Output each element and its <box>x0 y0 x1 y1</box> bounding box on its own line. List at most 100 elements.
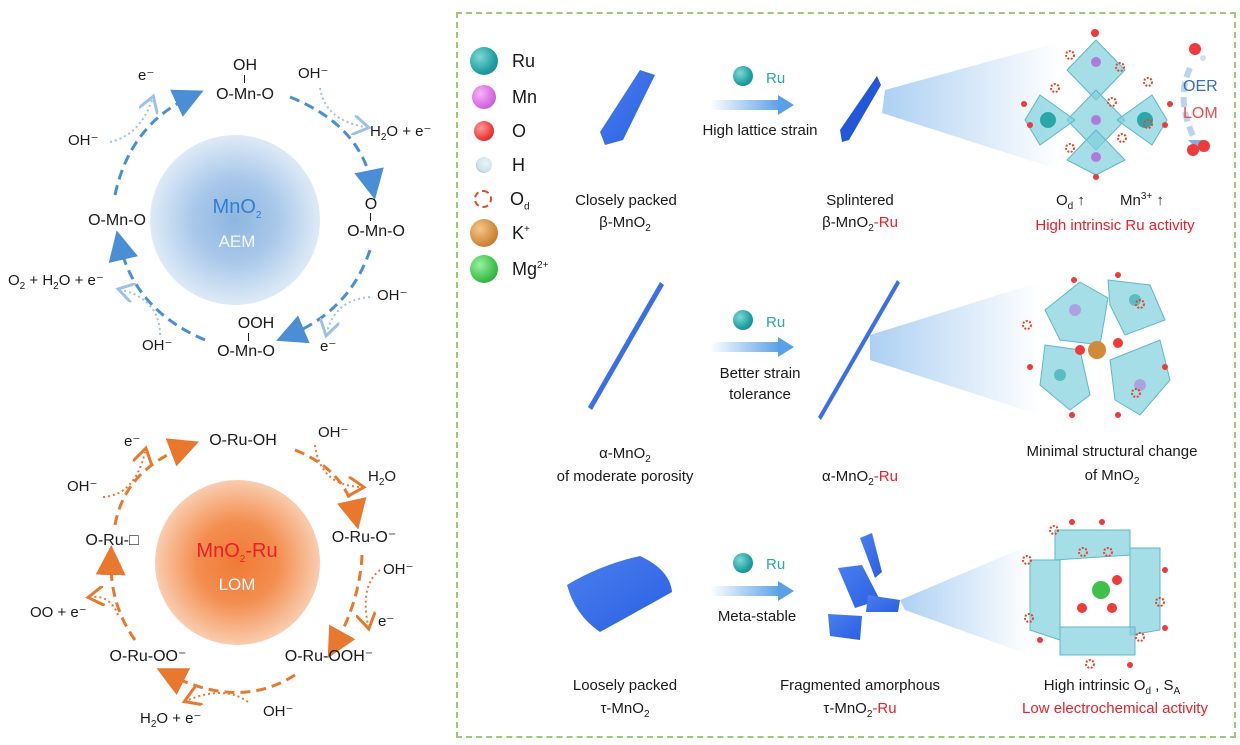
aem-species-e-bottom-right: e⁻ <box>320 338 337 355</box>
aem-oh-in-top-left <box>109 100 152 143</box>
lom-oh-in-top-left <box>102 452 145 498</box>
lom-species-oh-right: OH⁻ <box>383 561 414 578</box>
aem-oh-in-top-right <box>319 87 365 127</box>
aem-bond-bottom <box>248 333 249 341</box>
lom-arrow-left-to-top <box>113 438 200 526</box>
lom-species-e-top-left: e⁻ <box>124 433 141 450</box>
lom-state-top: O-Ru-OH <box>209 432 277 449</box>
tau-structure-atoms <box>1022 519 1168 669</box>
aem-species-oh-top-right: OH⁻ <box>298 65 329 82</box>
aem-state-bottom: O-Mn-O <box>217 343 275 360</box>
lom-oo-out-left <box>92 597 119 616</box>
oer-label: OER <box>1183 78 1218 95</box>
legend-item-ru: Ru <box>470 46 535 76</box>
alpha-mno2-crystal <box>588 282 664 410</box>
aem-center-glow <box>150 135 320 305</box>
row2-result-line2: of MnO2 <box>1084 467 1140 487</box>
aem-state-right-o: O <box>364 196 378 213</box>
row1-product-line2: β-MnO2-Ru <box>822 214 898 234</box>
row1-result-od: Od ↑ <box>1056 192 1085 212</box>
aem-cycle-arrows <box>108 87 384 344</box>
lom-center-label: LOM <box>218 575 256 594</box>
aem-species-oh-top-left: OH⁻ <box>68 132 99 149</box>
row2-process-label-line1: Better strain <box>719 365 801 382</box>
aem-species-oh-bottom-right: OH⁻ <box>377 287 408 304</box>
o-atom-icon <box>474 121 494 141</box>
row1-zoom-beam <box>882 42 1060 170</box>
row2-precursor-line1: α-MnO2 <box>599 445 651 465</box>
aem-state-top-oh: OH <box>233 57 257 74</box>
alpha-structure-atoms <box>1022 272 1168 418</box>
alpha-mno2-ru-crystal <box>818 280 900 420</box>
row2-ru-dopant-icon <box>733 310 753 330</box>
oer-lom-switch-graphic <box>1180 43 1210 156</box>
lom-arrow-bottom-left-to-left <box>95 545 137 641</box>
beta-mno2-crystal <box>600 70 655 145</box>
row1-precursor-line2: β-MnO2 <box>599 214 651 234</box>
lom-species-e-right: e⁻ <box>378 613 395 630</box>
row3-product-line2: τ-MnO2-Ru <box>823 700 897 720</box>
aem-arrow-bottom-to-left <box>108 230 206 342</box>
h-atom-icon <box>476 157 492 173</box>
mg-ion-icon <box>470 255 498 283</box>
splintered-beta-mno2-ru-crystal <box>840 76 881 142</box>
row3-precursor-line2: τ-MnO2 <box>600 700 650 720</box>
row3-product-line1: Fragmented amorphous <box>779 677 941 694</box>
row3-process-label: Meta-stable <box>717 608 797 625</box>
row1-product-line1: Splintered <box>826 192 894 209</box>
tau-mno2-sheet <box>567 556 672 632</box>
aem-state-left: O-Mn-O <box>88 212 146 229</box>
row1-precursor-line1: Closely packed <box>575 192 677 209</box>
lom-center-title: MnO2-Ru <box>196 540 278 565</box>
lom-species-oo-e-left: OO + e⁻ <box>30 604 87 621</box>
legend-item-mg: Mg2+ <box>470 254 548 284</box>
row3-result-activity: Low electrochemical activity <box>1022 700 1208 717</box>
aem-center-label: AEM <box>218 232 256 251</box>
row3-result-line1: High intrinsic Od , SA <box>1043 677 1181 697</box>
aem-oh-in-bottom-left <box>122 290 161 336</box>
fragmented-tau-mno2-ru-fragments <box>828 533 900 640</box>
lom-oh-in-right <box>366 569 381 625</box>
lom-state-bottom-right: O-Ru-OOH⁻ <box>284 648 374 665</box>
aem-bond-top <box>244 75 245 83</box>
lom-state-bottom-left: O-Ru-OO⁻ <box>109 648 187 665</box>
lom-oh-in-bottom <box>188 693 249 702</box>
aem-oh-in-bottom-right <box>327 296 371 332</box>
aem-species-h2o-e-right: H2O + e⁻ <box>370 123 432 143</box>
lom-species-h2o-e-bottom: H2O + e⁻ <box>140 710 202 730</box>
lom-species-h2o-right: H2O <box>368 468 397 488</box>
aem-state-right: O-Mn-O <box>347 223 405 240</box>
lom-cycle-arrows <box>0 438 381 745</box>
aem-arrow-top-to-right <box>289 95 384 200</box>
aem-species-e-top-left: e⁻ <box>138 67 155 84</box>
legend-item-od: Od <box>470 184 530 214</box>
row3-precursor-line1: Loosely packed <box>572 677 678 694</box>
row2-zoom-beam <box>870 282 1040 415</box>
legend-item-mn: Mn <box>470 82 537 112</box>
lom-oh-in-top-right <box>314 444 360 487</box>
lom-arrow-top-to-right <box>294 448 367 530</box>
lom-center-glow <box>155 480 320 645</box>
row3-zoom-beam <box>900 545 1030 655</box>
row1-result-activity: High intrinsic Ru activity <box>1035 217 1195 234</box>
lom-arrow-bottom-right-to-bottom-left <box>156 668 296 696</box>
lom-state-right: O-Ru-O⁻ <box>331 529 397 546</box>
row2-result-line1: Minimal structural change <box>1026 443 1198 460</box>
row1-process-label: High lattice strain <box>702 122 818 139</box>
lom-label: LOM <box>1183 105 1218 122</box>
aem-state-bottom-ooh: OOH <box>237 315 275 332</box>
row1-ru-dopant-icon <box>733 66 753 86</box>
row3-ru-dopant-icon <box>733 553 753 573</box>
lom-species-oh-bottom: OH⁻ <box>263 703 294 720</box>
row3-ru-dopant-label: Ru <box>766 556 786 573</box>
legend-item-o: O <box>470 116 526 146</box>
row2-ru-dopant-label: Ru <box>766 314 786 331</box>
row2-process-label-line2: tolerance <box>729 386 791 403</box>
legend-item-k: K+ <box>470 218 530 248</box>
aem-species-o2-h2o-e: O2 + H2O + e⁻ <box>8 272 104 292</box>
k-ion-icon <box>470 219 498 247</box>
mn-atom-icon <box>472 85 496 109</box>
lom-species-oh-top-left: OH⁻ <box>67 478 98 495</box>
comparison-panel-border <box>456 12 1236 738</box>
